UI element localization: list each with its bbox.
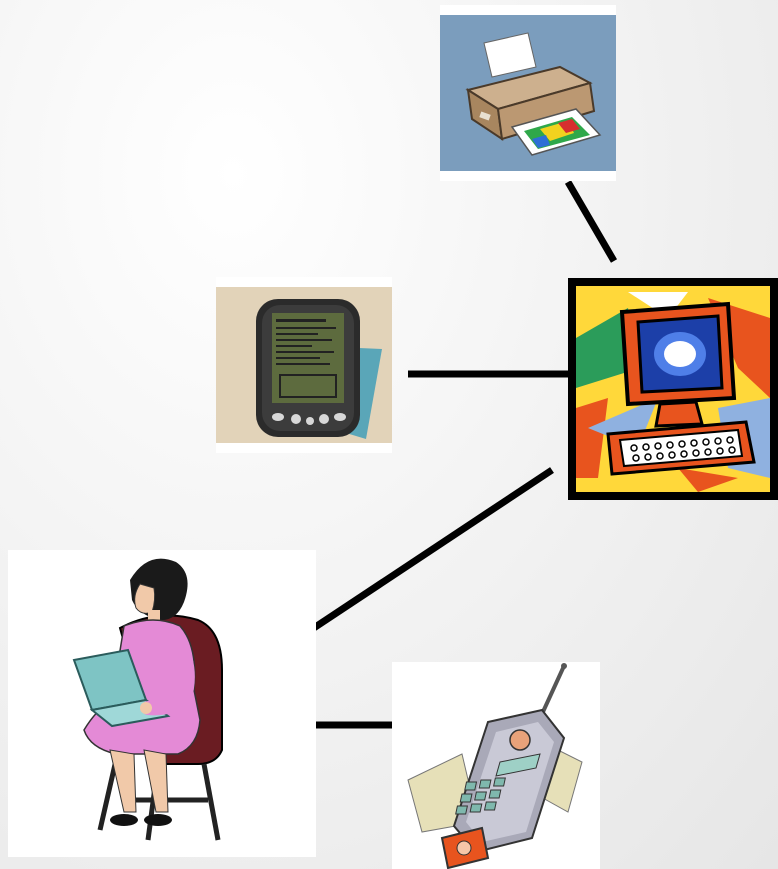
mobile-phone-icon	[392, 662, 600, 869]
phone-node	[392, 662, 600, 869]
user-node	[8, 550, 316, 857]
pda-node	[216, 277, 392, 453]
printer-node	[440, 5, 616, 181]
pda-icon	[216, 277, 392, 453]
printer-icon	[440, 5, 616, 181]
computer-icon	[568, 278, 778, 500]
computer-node	[568, 278, 778, 500]
connector-printer-computer	[564, 180, 618, 263]
user-with-laptop-icon	[8, 550, 316, 857]
